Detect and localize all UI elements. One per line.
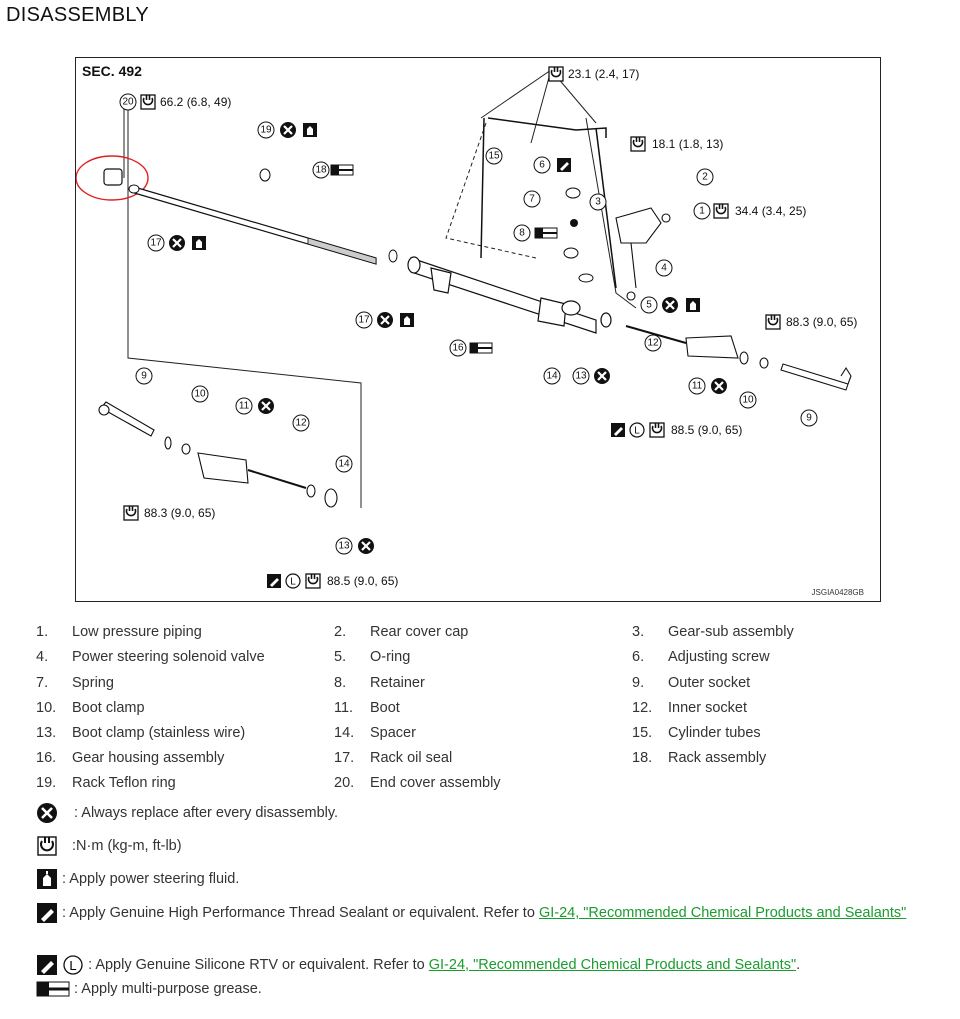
svg-text:10: 10 xyxy=(194,389,206,400)
svg-text:18.1 (1.8, 13): 18.1 (1.8, 13) xyxy=(652,137,723,151)
svg-text:L: L xyxy=(69,958,76,973)
svg-text:2: 2 xyxy=(702,172,708,183)
svg-text:7: 7 xyxy=(529,194,535,205)
svg-text:88.3 (9.0, 65): 88.3 (9.0, 65) xyxy=(786,315,857,329)
svg-text:9: 9 xyxy=(141,371,147,382)
gear-housing xyxy=(407,256,612,334)
rack-assembly xyxy=(103,168,377,265)
page-title: DISASSEMBLY xyxy=(6,4,149,26)
svg-text:88.5 (9.0, 65): 88.5 (9.0, 65) xyxy=(671,423,742,437)
legend-rtv: L : Apply Genuine Silicone RTV or equiva… xyxy=(36,954,800,976)
svg-text:14: 14 xyxy=(546,371,558,382)
legend-sealant: : Apply Genuine High Performance Thread … xyxy=(36,902,906,924)
liquid-gasket-icon: L xyxy=(63,955,83,975)
sealant-icon xyxy=(37,955,57,975)
right-side-socket xyxy=(625,325,852,391)
cylinder-tubes xyxy=(480,117,617,289)
svg-text:13: 13 xyxy=(575,371,587,382)
grease-icon xyxy=(36,981,70,997)
svg-text:1: 1 xyxy=(699,206,705,217)
svg-text:20: 20 xyxy=(122,97,134,108)
replace-icon xyxy=(37,803,57,823)
svg-text:12: 12 xyxy=(295,418,307,429)
rtv-reference-link[interactable]: GI-24, "Recommended Chemical Products an… xyxy=(428,956,797,973)
svg-text:4: 4 xyxy=(661,263,667,274)
svg-text:14: 14 xyxy=(338,459,350,470)
fluid-icon xyxy=(37,869,57,889)
svg-text:10: 10 xyxy=(742,395,754,406)
legend-fluid: : Apply power steering fluid. xyxy=(36,868,239,890)
svg-text:3: 3 xyxy=(595,197,601,208)
svg-text:6: 6 xyxy=(539,160,545,171)
rack-oil-seal xyxy=(388,249,398,263)
torque-wrench-icon xyxy=(37,836,57,856)
svg-text:5: 5 xyxy=(646,300,652,311)
sealant-icon xyxy=(37,903,57,923)
guide-lines xyxy=(123,69,637,508)
highlight-circle xyxy=(76,155,149,201)
callout-numbers: 20 66.2 (6.8, 49) 19 18 17 17 16 15 23.1… xyxy=(119,66,857,589)
svg-text:15: 15 xyxy=(488,151,500,162)
legend-grease: : Apply multi-purpose grease. xyxy=(36,980,262,998)
section-label: SEC. 492 xyxy=(82,63,142,79)
svg-text:16: 16 xyxy=(452,343,464,354)
legend-replace: : Always replace after every disassembly… xyxy=(36,802,338,824)
svg-text:88.5 (9.0, 65): 88.5 (9.0, 65) xyxy=(327,574,398,588)
exploded-diagram: SEC. 492 L xyxy=(75,57,881,602)
svg-text:13: 13 xyxy=(338,541,350,552)
svg-text:34.4 (3.4, 25): 34.4 (3.4, 25) xyxy=(735,204,806,218)
legend-torque: :N·m (kg-m, ft-lb) xyxy=(36,835,182,857)
svg-text:17: 17 xyxy=(358,315,370,326)
svg-text:19: 19 xyxy=(260,125,272,136)
sealant-reference-link[interactable]: GI-24, "Recommended Chemical Products an… xyxy=(538,904,907,921)
svg-text:8: 8 xyxy=(519,228,525,239)
svg-text:66.2 (6.8, 49): 66.2 (6.8, 49) xyxy=(160,95,231,109)
teflon-ring xyxy=(259,168,271,182)
svg-text:11: 11 xyxy=(692,381,703,392)
left-side-socket xyxy=(98,401,338,508)
svg-text:23.1 (2.4, 17): 23.1 (2.4, 17) xyxy=(568,67,639,81)
diagram-drawing: L xyxy=(76,66,857,589)
svg-text:18: 18 xyxy=(315,165,327,176)
svg-text:11: 11 xyxy=(239,401,250,412)
svg-text:88.3 (9.0, 65): 88.3 (9.0, 65) xyxy=(144,506,215,520)
figure-id: JSGIA0428GB xyxy=(811,588,864,597)
svg-text:17: 17 xyxy=(150,238,162,249)
gear-sub-assembly xyxy=(615,207,671,301)
svg-text:9: 9 xyxy=(806,413,812,424)
svg-text:12: 12 xyxy=(647,338,659,349)
